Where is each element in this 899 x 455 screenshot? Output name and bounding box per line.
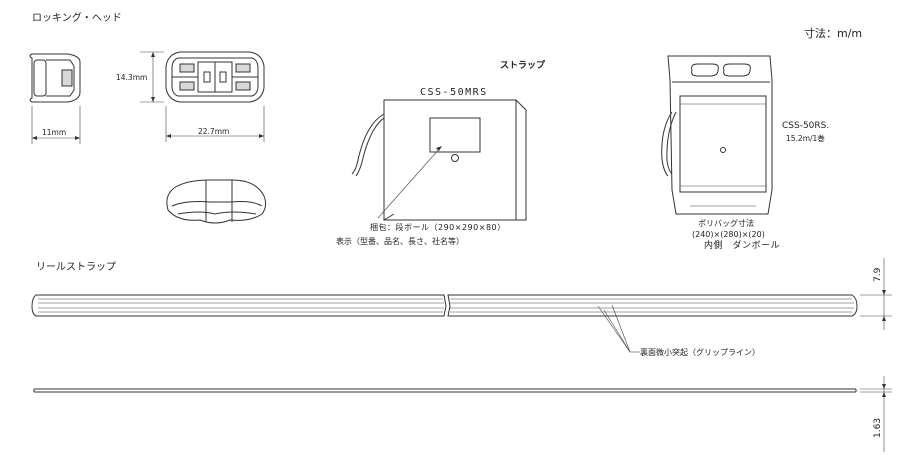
reel-strap-top-view [31,294,858,317]
bag-model-label: CSS-50RS. [782,121,829,131]
bag-spec-label: 15.2m/1巻 [786,133,825,143]
unit-label: 寸法：m/m [804,26,862,40]
strap-title: ストラップ [500,59,546,71]
width-dimension-text: 11mm [42,128,66,137]
bag-dims-title: ポリバッグ寸法 [698,218,754,228]
locking-head-top-view [165,51,265,103]
width-dimension: 11mm [31,106,81,144]
length-dimension: 22.7mm [165,106,265,142]
bag-hanger-holes [691,63,719,77]
dimension-1-63-text: 1.63 [873,418,883,438]
locking-head-label: ロッキング・ヘッド [32,11,122,24]
reel-strap-label: リールストラップ [36,261,116,273]
strap-box [351,99,527,221]
grip-line-label: 裏面微小突起（グリップライン） [640,347,760,357]
inner-box-label: 内側 ダンボール [704,239,780,251]
length-dimension-text: 22.7mm [198,127,229,136]
display-text: 表示（型番、品名、長さ、社名等） [336,236,464,246]
height-dimension: 14.3mm [116,51,164,103]
locking-head-end-view [166,179,267,224]
packing-text: 梱包：段ボール（290×290×80） [370,222,506,232]
dimension-1-63: 1.63 [860,376,892,452]
box-label-area [429,117,481,153]
dimension-7-9-text: 7.9 [873,267,883,282]
reel-strap-side-view [33,388,857,393]
grip-line-leaders [597,304,640,353]
poly-bag [661,55,773,215]
box-model-label: CSS-50MRS [420,87,488,98]
height-dimension-text: 14.3mm [116,73,147,82]
locking-head-side-view [29,53,81,103]
display-leader [377,146,442,219]
bag-dims-value: (240)×(280)×(20) [692,230,765,239]
dimension-7-9: 7.9 [860,258,892,330]
